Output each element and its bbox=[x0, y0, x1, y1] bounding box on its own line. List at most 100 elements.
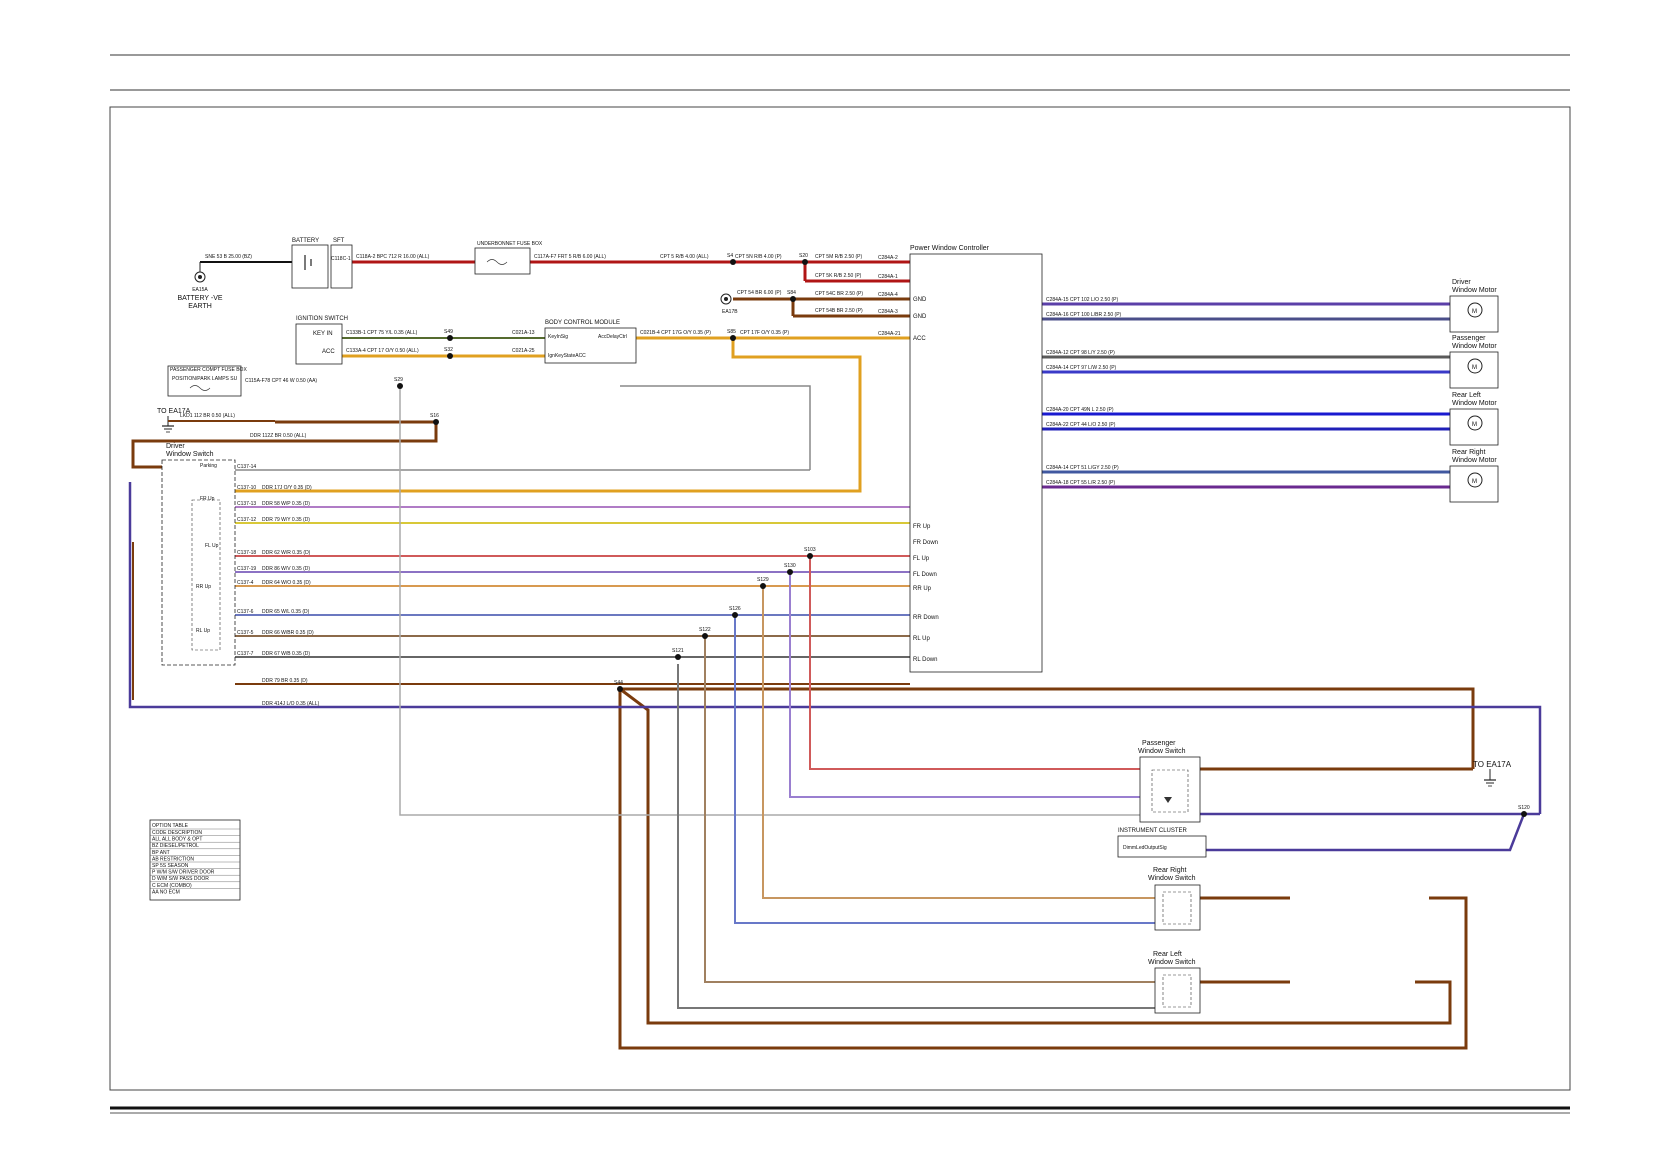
bcm-pin1: KeyInSig bbox=[548, 334, 568, 340]
pwc-pin-fr-down: FR Down bbox=[913, 540, 938, 546]
splice-label: S84 bbox=[787, 290, 796, 296]
fuse-box-title: UNDERBONNET FUSE BOX bbox=[477, 241, 543, 247]
switch-pin: C137-10 bbox=[237, 485, 256, 491]
switch-pin: C137-18 bbox=[237, 550, 256, 556]
switch-pin: C137-19 bbox=[237, 566, 256, 572]
driver-switch-title2: Window Switch bbox=[166, 451, 214, 458]
driver-window-switch: Driver Window Switch Parking FR Up FL Up… bbox=[161, 443, 236, 666]
splice-dot bbox=[617, 686, 623, 692]
wire-label-key-in: C133B-1 CPT 75 Y/L 0.35 (ALL) bbox=[346, 330, 418, 336]
wire-label-acc-pwc: CPT 17F O/Y 0.35 (P) bbox=[740, 330, 789, 336]
splice-dot bbox=[807, 553, 813, 559]
lower-wire-label: DDR 79 BR 0.35 (D) bbox=[262, 678, 308, 684]
splice-dot bbox=[730, 259, 736, 265]
sft-label: SFT bbox=[333, 238, 345, 244]
pwc-pin-acc: ACC bbox=[913, 336, 926, 342]
pwc-conn2: C284A-1 bbox=[878, 274, 898, 280]
wire-label-earth-l: LKD1 112 BR 0.50 (ALL) bbox=[180, 413, 235, 419]
legend-row: ALL ALL BODY & OPT bbox=[152, 837, 202, 843]
splice-dot bbox=[447, 353, 453, 359]
splice-label: S32 bbox=[444, 347, 453, 353]
splice-dot bbox=[397, 383, 403, 389]
bcm-pin2: IgnKeyStateACC bbox=[548, 353, 586, 359]
rear-feed-wires bbox=[399, 386, 1155, 1009]
motor-wire-label: C284A-14 CPT 51 L/GY 2.50 (P) bbox=[1046, 465, 1119, 471]
switch-signal-wires bbox=[128, 385, 1542, 852]
motor-symbol: M bbox=[1472, 479, 1477, 485]
wire-label-gnd2: CPT 54B BR 2.50 (P) bbox=[815, 308, 863, 314]
splice-label: S4 bbox=[727, 253, 733, 259]
motor-title2: Window Motor bbox=[1452, 400, 1497, 407]
splice-dot bbox=[1521, 811, 1527, 817]
motor-title: Passenger bbox=[1452, 335, 1486, 342]
motor-title2: Window Motor bbox=[1452, 287, 1497, 294]
instrument-cluster-pin: DimmLedOutputSig bbox=[1123, 845, 1167, 851]
motor-symbol: M bbox=[1472, 365, 1477, 371]
switch-pin: C137-7 bbox=[237, 651, 254, 657]
pwc-pin-gnd2: GND bbox=[913, 314, 927, 320]
motor-wire-label: C284A-16 CPT 100 L/BR 2.50 (P) bbox=[1046, 312, 1122, 318]
wire-label-lamp: C115A-F78 CPT 46 W 0.50 (AA) bbox=[245, 378, 317, 384]
splice-label: S120 bbox=[1518, 805, 1530, 811]
pwc-conn5: C284A-21 bbox=[878, 331, 901, 337]
splice-label: S103 bbox=[804, 547, 816, 553]
splice-label: S129 bbox=[757, 577, 769, 583]
legend-row: SP 5S SEASON bbox=[152, 863, 189, 869]
motor-wire-label: C284A-14 CPT 97 L/W 2.50 (P) bbox=[1046, 365, 1117, 371]
splice-dot bbox=[730, 335, 736, 341]
motor-wire-label: C284A-20 CPT 49N L 2.50 (P) bbox=[1046, 407, 1114, 413]
ea17b-label: EA17B bbox=[722, 309, 738, 315]
splice-dot bbox=[790, 296, 796, 302]
pwc-pin-rr-down: RR Down bbox=[913, 615, 939, 621]
bcm-title: BODY CONTROL MODULE bbox=[545, 320, 620, 326]
pwc-pin-rl-up: RL Up bbox=[913, 636, 930, 642]
wire-labels: SNE 53 B 25.00 (BZ) C118A-2 BPC 712 R 16… bbox=[180, 254, 863, 439]
switch-wire-label: DDR 86 W/V 0.35 (D) bbox=[262, 566, 310, 572]
splice-dot bbox=[802, 259, 808, 265]
right-ground: TO EA17A bbox=[1473, 760, 1512, 787]
splice-label: S16 bbox=[430, 413, 439, 419]
switch-wire-label: DDR 65 W/L 0.35 (D) bbox=[262, 609, 310, 615]
splice-dot bbox=[675, 654, 681, 660]
wire-label-gnd1: CPT 54C BR 2.50 (P) bbox=[815, 291, 863, 297]
splice-label: S121 bbox=[672, 648, 684, 654]
switch-wire-label: DDR 66 W/BR 0.35 (D) bbox=[262, 630, 314, 636]
ground-wires bbox=[131, 297, 1475, 1050]
ea17b-ground: EA17B bbox=[720, 293, 738, 315]
body-control-module: BODY CONTROL MODULE KeyInSig IgnKeyState… bbox=[544, 320, 637, 364]
bcm-pin3: AccDelayCtrl bbox=[598, 334, 627, 340]
driver-switch-row-rl: RL Up bbox=[196, 628, 210, 634]
motor-title2: Window Motor bbox=[1452, 457, 1497, 464]
wire-label-main-a: CPT 5 R/B 4.00 (ALL) bbox=[660, 254, 709, 260]
switch-wire-label: DDR 67 W/B 0.35 (D) bbox=[262, 651, 310, 657]
key-in-label: KEY IN bbox=[313, 331, 333, 337]
motor-line-labels: C284A-15 CPT 102 L/O 2.50 (P)C284A-16 CP… bbox=[1046, 297, 1122, 486]
pwc-pin-gnd1: GND bbox=[913, 297, 927, 303]
motor-title2: Window Motor bbox=[1452, 343, 1497, 350]
switch-wire-label: DDR 17J O/Y 0.35 (D) bbox=[262, 485, 312, 491]
bcm-conn2: C021A-25 bbox=[512, 348, 535, 354]
passenger-switch-title2: Window Switch bbox=[1138, 748, 1186, 755]
switch-pin: C137-4 bbox=[237, 580, 254, 586]
wire-label-fuse-out: C117A-F7 FRT 5 R/B 6.00 (ALL) bbox=[534, 254, 606, 260]
switch-pin-labels: C137-14C137-10C137-13C137-12C137-18C137-… bbox=[237, 464, 320, 707]
switch-pin: C137-13 bbox=[237, 501, 256, 507]
motor-wire-label: C284A-12 CPT 98 L/Y 2.50 (P) bbox=[1046, 350, 1115, 356]
motor-title: Rear Right bbox=[1452, 449, 1486, 456]
switch-wire-label: DDR 64 W/O 0.35 (D) bbox=[262, 580, 311, 586]
acc-label: ACC bbox=[322, 349, 335, 355]
wire-label-acc-in: C133A-4 CPT 17 O/Y 0.50 (ALL) bbox=[346, 348, 419, 354]
pwc-conn4: C284A-3 bbox=[878, 309, 898, 315]
splice-dot bbox=[760, 583, 766, 589]
legend-row: P W/M S/W DRIVER DOOR bbox=[152, 870, 215, 876]
battery-title: BATTERY bbox=[292, 238, 319, 244]
switch-pin: C137-5 bbox=[237, 630, 254, 636]
wire-label-batt-fuse: C118A-2 BPC 712 R 16.00 (ALL) bbox=[356, 254, 430, 260]
passenger-fuse-box: PASSENGER COMPT FUSE BOX POSITION/PARK L… bbox=[167, 365, 247, 397]
pwc-pin-rr-up: RR Up bbox=[913, 586, 932, 592]
battery-ground: EA15A BATTERY -VE EARTH bbox=[177, 262, 223, 310]
legend-row: CODE DESCRIPTION bbox=[152, 830, 202, 836]
